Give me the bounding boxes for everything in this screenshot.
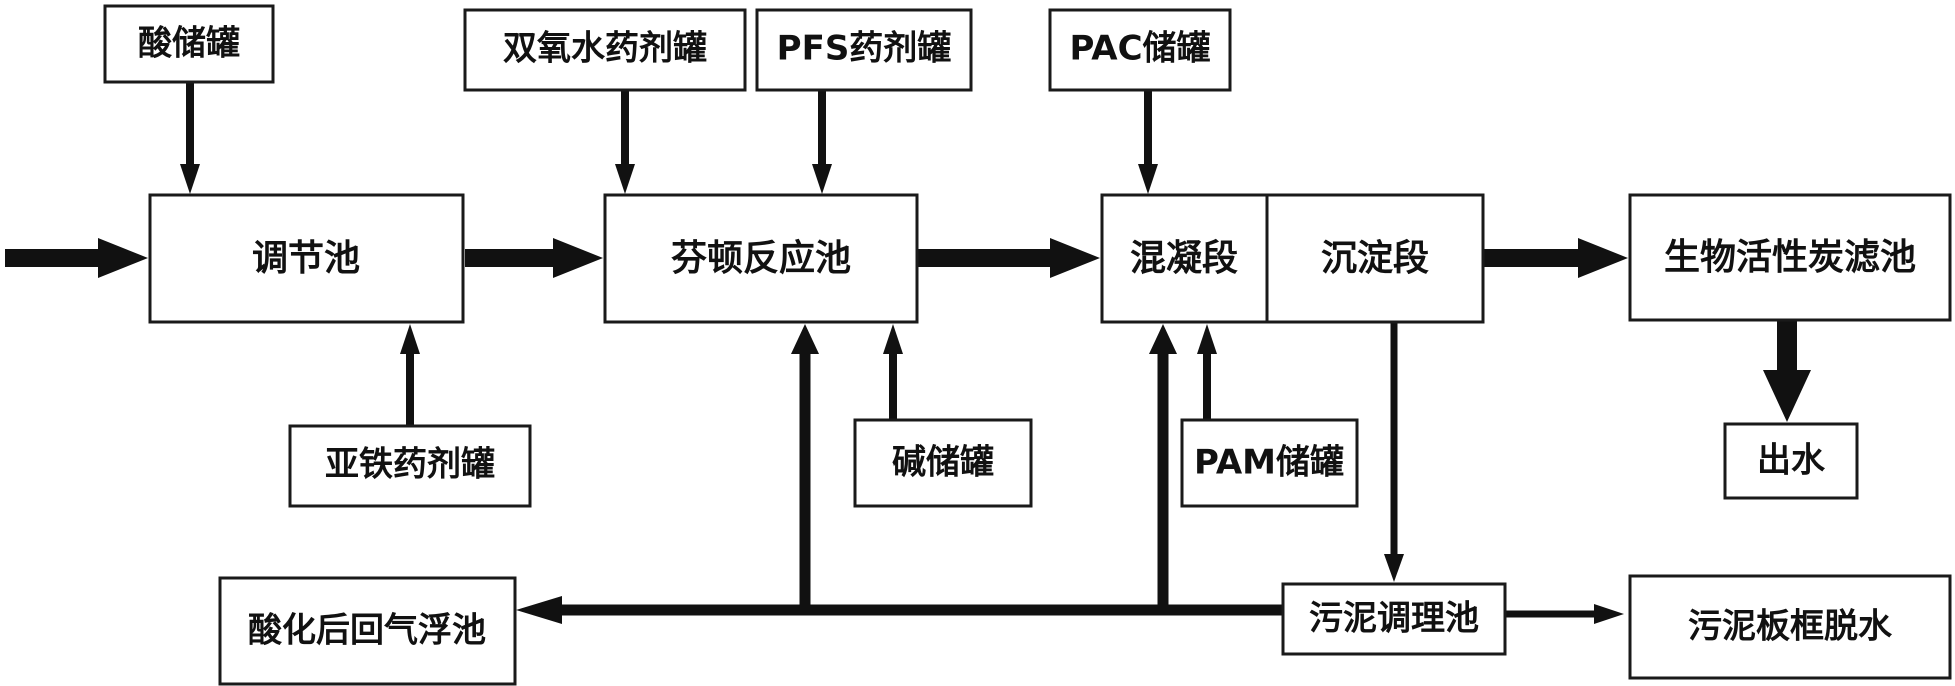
arrow-pac-dose [1138, 90, 1158, 194]
node-ferrous-tank: 亚铁药剂罐 [288, 424, 532, 508]
node-alkali-tank: 碱储罐 [853, 418, 1033, 508]
node-sedimentation: 沉淀段 [1265, 193, 1485, 324]
pfs-tank-label: PFS药剂罐 [777, 29, 952, 69]
node-regulating-tank: 调节池 [148, 193, 465, 324]
arrow-pam-dose [1197, 324, 1217, 420]
arrow-fenton-sludge [791, 324, 819, 611]
node-coagulation: 混凝段 [1100, 193, 1269, 324]
arrow-regulating-to-fenton [465, 238, 603, 278]
acid-tank-label: 酸储罐 [138, 24, 240, 64]
node-return-flotation: 酸化后回气浮池 [218, 576, 517, 686]
regulating-tank-label: 调节池 [252, 238, 360, 279]
fenton-tank-label: 芬顿反应池 [671, 238, 851, 279]
node-pam-tank: PAM储罐 [1180, 418, 1359, 508]
node-bac-filter: 生物活性炭滤池 [1628, 193, 1952, 322]
sludge-conditioning-label: 污泥调理池 [1309, 599, 1479, 639]
node-h2o2-tank: 双氧水药剂罐 [463, 8, 747, 92]
return-flotation-label: 酸化后回气浮池 [248, 611, 486, 651]
effluent-label: 出水 [1757, 441, 1826, 481]
sludge-dewatering-label: 污泥板框脱水 [1688, 607, 1893, 647]
ferrous-tank-label: 亚铁药剂罐 [325, 445, 495, 485]
arrow-ferrous-dose [400, 324, 420, 426]
arrow-bac-to-effluent [1763, 320, 1811, 422]
arrow-coagulation-sludge [1149, 324, 1177, 611]
node-sludge-dewatering: 污泥板框脱水 [1628, 574, 1952, 680]
arrow-return-to-flotation [516, 596, 1283, 624]
node-fenton-tank: 芬顿反应池 [603, 193, 919, 324]
arrow-sedimentation-to-sludge [1384, 322, 1404, 582]
pam-tank-label: PAM储罐 [1194, 443, 1344, 483]
node-acid-tank: 酸储罐 [103, 4, 275, 84]
arrow-h2o2-dose [615, 90, 635, 194]
node-pfs-tank: PFS药剂罐 [755, 8, 973, 92]
flow-connectors [5, 82, 1811, 624]
h2o2-tank-label: 双氧水药剂罐 [503, 29, 707, 69]
sedimentation-label: 沉淀段 [1321, 238, 1429, 279]
arrow-feed-in [5, 238, 148, 278]
node-sludge-conditioning: 污泥调理池 [1281, 582, 1507, 656]
arrow-fenton-to-coagulation [918, 238, 1100, 278]
arrow-acid-dose [180, 82, 200, 194]
bac-filter-label: 生物活性炭滤池 [1664, 237, 1916, 278]
alkali-tank-label: 碱储罐 [892, 443, 994, 483]
node-pac-tank: PAC储罐 [1048, 8, 1232, 92]
arrow-sedimentation-to-bac [1484, 238, 1628, 278]
arrow-sludge-to-dewatering [1505, 604, 1624, 624]
node-effluent: 出水 [1723, 422, 1859, 500]
coagulation-label: 混凝段 [1130, 238, 1238, 279]
arrow-pfs-dose [812, 90, 832, 194]
arrow-alkali-dose [883, 324, 903, 420]
pac-tank-label: PAC储罐 [1069, 29, 1210, 69]
